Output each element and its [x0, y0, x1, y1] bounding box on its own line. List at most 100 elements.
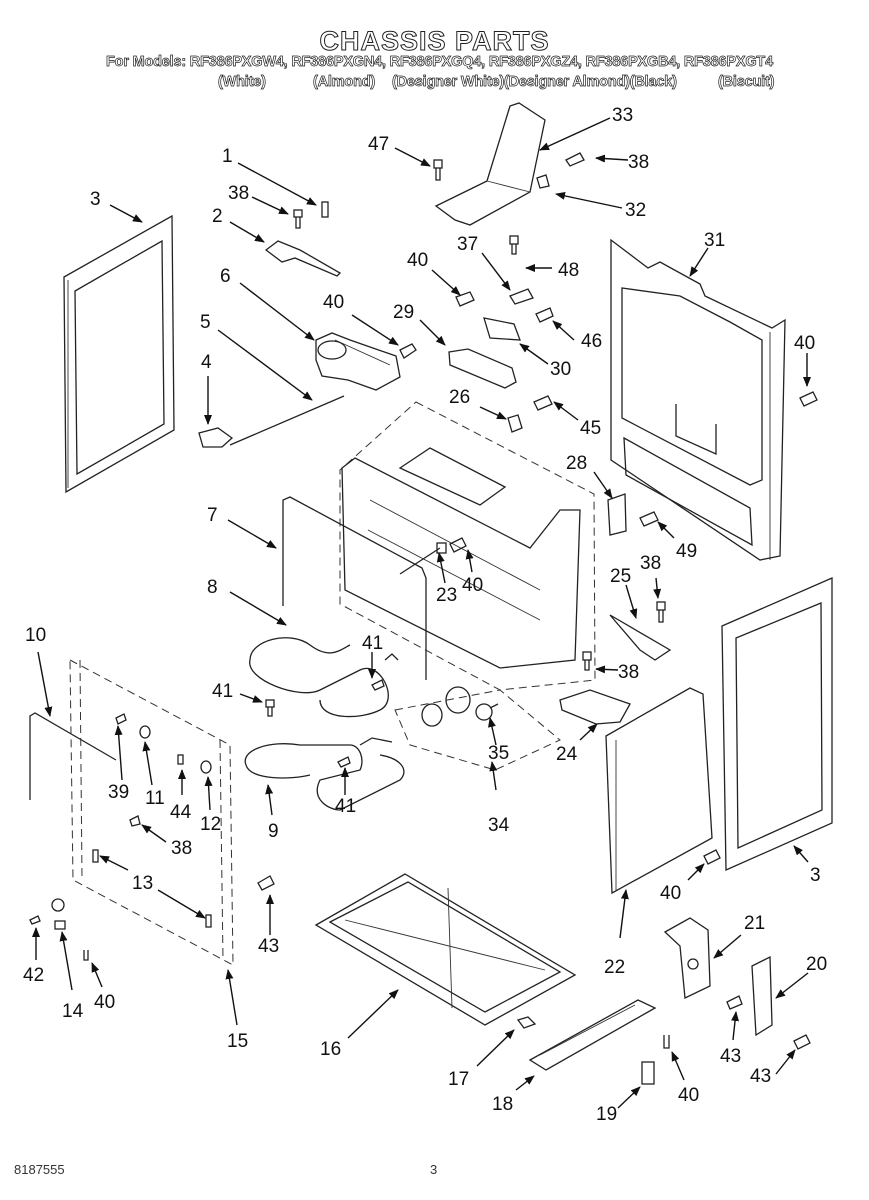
callout-37: 37	[457, 234, 478, 255]
callout-14: 14	[62, 1001, 84, 1022]
callout-3: 3	[810, 865, 821, 886]
callout-49: 49	[676, 541, 697, 562]
callout-39: 39	[108, 782, 129, 803]
bake-element	[244, 737, 405, 811]
page-title: CHASSIS PARTS	[319, 26, 550, 57]
callout-40: 40	[94, 992, 115, 1013]
callout-41: 41	[335, 796, 356, 817]
front-frame	[69, 659, 234, 966]
color-designer-black: (Designer White)(Designer Almond)(Black)	[392, 74, 678, 91]
screw-45	[533, 395, 553, 411]
pin	[321, 201, 329, 218]
terminal-block-30	[483, 317, 521, 341]
lock-rod	[198, 395, 345, 448]
callout-38: 38	[228, 183, 249, 204]
bracket-28	[607, 493, 627, 536]
clip-26	[507, 414, 523, 433]
callout-10: 10	[25, 625, 46, 646]
callout-12: 12	[200, 814, 221, 835]
page-number: 3	[430, 1162, 438, 1177]
screw-41-a	[265, 699, 275, 717]
callout-5: 5	[200, 312, 211, 333]
screw-47	[433, 159, 443, 181]
callout-43: 43	[750, 1066, 771, 1087]
callout-42: 42	[23, 965, 44, 986]
callout-47: 47	[368, 134, 389, 155]
callout-4: 4	[201, 352, 212, 373]
callout-40: 40	[407, 250, 428, 271]
callout-6: 6	[220, 266, 231, 287]
door-wire	[29, 712, 117, 800]
callout-15: 15	[227, 1031, 248, 1052]
callout-3: 3	[90, 189, 101, 210]
callout-48: 48	[558, 260, 579, 281]
models-line: For Models: RF386PXGW4, RF386PXGN4, RF38…	[106, 54, 774, 71]
callout-1: 1	[222, 146, 233, 167]
callout-40: 40	[323, 292, 344, 313]
duct-clip	[536, 174, 550, 189]
terminal-block-37	[509, 235, 534, 305]
screw-41-b	[371, 679, 385, 691]
callout-32: 32	[625, 200, 646, 221]
drawer-rail	[528, 999, 657, 1071]
bracket-25	[609, 614, 672, 661]
leveler-assembly	[29, 898, 89, 961]
callout-40: 40	[660, 883, 681, 904]
screw-40-rail	[663, 1035, 670, 1049]
callout-43: 43	[258, 936, 279, 957]
callout-18: 18	[492, 1094, 513, 1115]
callout-43: 43	[720, 1046, 741, 1067]
light-assembly	[394, 686, 561, 771]
color-biscuit: (Biscuit)	[718, 74, 775, 91]
back-panel	[610, 238, 786, 561]
callout-30: 30	[550, 359, 571, 380]
callout-11: 11	[145, 788, 165, 809]
callout-28: 28	[566, 453, 587, 474]
color-almond: (Almond)	[313, 74, 376, 91]
drawer-pan	[314, 873, 577, 1026]
callout-31: 31	[704, 230, 725, 251]
callout-41: 41	[362, 633, 383, 654]
leader-lines	[32, 117, 811, 1109]
anti-tip-bracket	[663, 917, 711, 999]
side-panel-right	[721, 577, 833, 871]
callout-25: 25	[610, 566, 631, 587]
mounting-bracket-29	[448, 348, 517, 389]
drawer-clip	[516, 1016, 537, 1029]
leveling-leg	[641, 1061, 655, 1085]
callout-7: 7	[207, 505, 218, 526]
callout-35: 35	[488, 743, 509, 764]
vent-duct	[434, 102, 546, 226]
callout-38: 38	[618, 662, 639, 683]
callout-40: 40	[678, 1085, 699, 1106]
callout-22: 22	[604, 957, 625, 978]
callout-2: 2	[212, 206, 223, 227]
screw-41-c	[337, 756, 351, 768]
callout-41: 41	[212, 681, 233, 702]
callout-40: 40	[462, 575, 483, 596]
screw-40-side	[703, 849, 721, 865]
screw-40-bracket	[455, 291, 475, 307]
callout-29: 29	[393, 302, 414, 323]
callout-21: 21	[744, 913, 765, 934]
side-panel-left	[63, 214, 175, 494]
front-frame-parts	[92, 713, 212, 928]
callout-38: 38	[628, 152, 649, 173]
callout-24: 24	[556, 744, 578, 765]
callout-46: 46	[581, 331, 602, 352]
callout-8: 8	[207, 577, 218, 598]
screw-40-back	[799, 391, 818, 407]
callout-34: 34	[488, 815, 510, 836]
callout-23: 23	[436, 585, 457, 606]
screw-43-front	[257, 875, 275, 891]
screw-49	[639, 511, 659, 527]
side-panel-inner	[605, 687, 713, 895]
callout-20: 20	[806, 954, 827, 975]
mounting-strip	[751, 955, 773, 1037]
callout-16: 16	[320, 1039, 341, 1060]
screw-38-plate	[582, 651, 592, 671]
screw-43-strip	[793, 1034, 811, 1050]
callout-13: 13	[132, 873, 153, 894]
broil-element	[249, 637, 399, 718]
